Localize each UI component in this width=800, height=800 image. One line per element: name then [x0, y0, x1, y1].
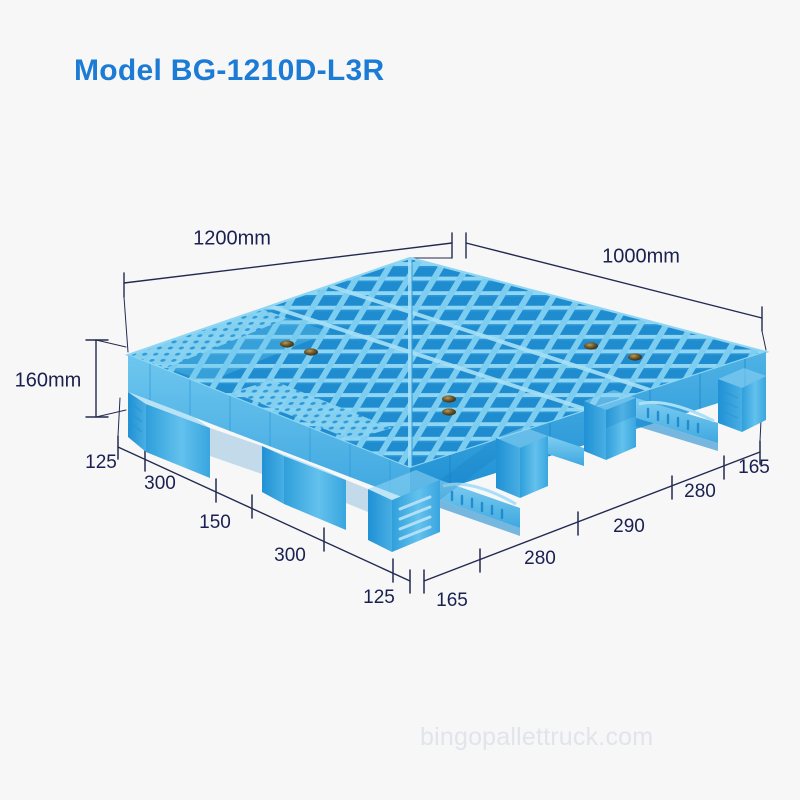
dimension-label-right-3: 290 [613, 516, 645, 537]
pallet-body [124, 256, 770, 552]
pallet-bottom-runner-right [636, 398, 718, 451]
dimension-label-left-1: 125 [85, 452, 117, 473]
dimension-label-right-2: 280 [524, 548, 556, 569]
fork-entry-openings [210, 398, 636, 512]
site-watermark: bingopallettruck.com [420, 723, 654, 751]
page-title: Model BG-1210D-L3R [74, 54, 385, 87]
pallet-leg-front-corner [368, 470, 440, 552]
dimension-label-left-2: 300 [144, 473, 176, 494]
steel-reinforcement-inserts [280, 340, 642, 416]
dimension-label-height: 160mm [14, 369, 82, 392]
pallet-leg-right-corner [718, 368, 766, 432]
dimension-label-width: 1000mm [602, 245, 680, 268]
pallet-bottom-runner-mid [548, 436, 584, 466]
dimension-label-right-5: 165 [738, 457, 770, 478]
pallet-leg-right-center [584, 390, 636, 460]
dimension-label-right-4: 280 [684, 481, 716, 502]
dimension-lines [85, 232, 767, 594]
pallet-leg-left-corner [128, 392, 210, 478]
pallet-leg-front-center [262, 446, 346, 530]
deck-front-edge [128, 355, 410, 500]
dimension-label-length: 1200mm [193, 227, 271, 250]
dimension-label-left-5: 125 [363, 587, 395, 608]
pallet-leg-mid-right [496, 427, 548, 498]
dimension-label-right-1: 165 [436, 590, 468, 611]
dimension-label-left-4: 300 [274, 545, 306, 566]
dimension-label-left-3: 150 [199, 512, 231, 533]
pallet-bottom-runner-front [440, 480, 520, 536]
